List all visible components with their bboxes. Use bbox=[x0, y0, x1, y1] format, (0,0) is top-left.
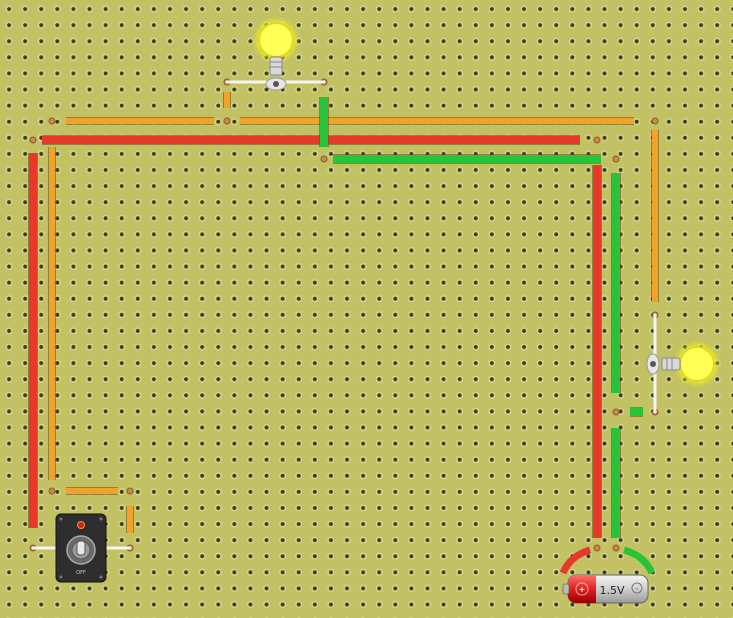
junction-node[interactable] bbox=[29, 136, 37, 144]
bulb-base bbox=[661, 357, 681, 371]
junction-node[interactable] bbox=[593, 136, 601, 144]
battery-plus-ring bbox=[575, 582, 589, 596]
switch-indicator-light bbox=[77, 521, 85, 529]
switch-state-label: OFF bbox=[76, 570, 86, 576]
green-wires bbox=[319, 97, 643, 538]
battery-icon: 1.5V bbox=[599, 584, 624, 597]
battery-positive-symbol: + bbox=[579, 585, 586, 594]
junction-node[interactable] bbox=[651, 117, 659, 125]
connection-nodes bbox=[29, 78, 659, 552]
light-bulb-icon bbox=[679, 346, 715, 382]
switch-screw bbox=[99, 575, 103, 579]
junction-node[interactable] bbox=[320, 155, 328, 163]
toggle-switch[interactable]: OFF bbox=[31, 513, 132, 583]
battery-lead-negative bbox=[622, 546, 656, 575]
bulb-base bbox=[269, 56, 283, 76]
junction-node[interactable] bbox=[48, 487, 56, 495]
battery[interactable]: + 1.5V - bbox=[559, 546, 656, 604]
toggle-switch-icon bbox=[76, 540, 86, 556]
light-bulb-top[interactable] bbox=[225, 16, 326, 91]
battery-lead-positive bbox=[559, 546, 592, 575]
battery-negative-symbol: - bbox=[636, 584, 639, 593]
switch-screw bbox=[59, 575, 63, 579]
battery-positive-cap-fill bbox=[586, 575, 596, 603]
junction-node[interactable] bbox=[612, 544, 620, 552]
junction-node[interactable] bbox=[126, 487, 134, 495]
junction-node[interactable] bbox=[48, 117, 56, 125]
orange-wires bbox=[48, 92, 659, 533]
junction-node[interactable] bbox=[612, 155, 620, 163]
switch-screw bbox=[59, 517, 63, 521]
light-bulb-icon bbox=[258, 22, 294, 58]
bulb-contact-center bbox=[650, 361, 656, 367]
light-bulb-right[interactable] bbox=[646, 313, 721, 414]
switch-screw bbox=[99, 517, 103, 521]
junction-node[interactable] bbox=[593, 544, 601, 552]
junction-node[interactable] bbox=[223, 117, 231, 125]
battery-minus-ring bbox=[631, 582, 643, 594]
red-wires bbox=[28, 135, 602, 538]
bulb-contact-center bbox=[273, 81, 279, 87]
battery-terminal bbox=[562, 583, 570, 595]
junction-node[interactable] bbox=[612, 408, 620, 416]
